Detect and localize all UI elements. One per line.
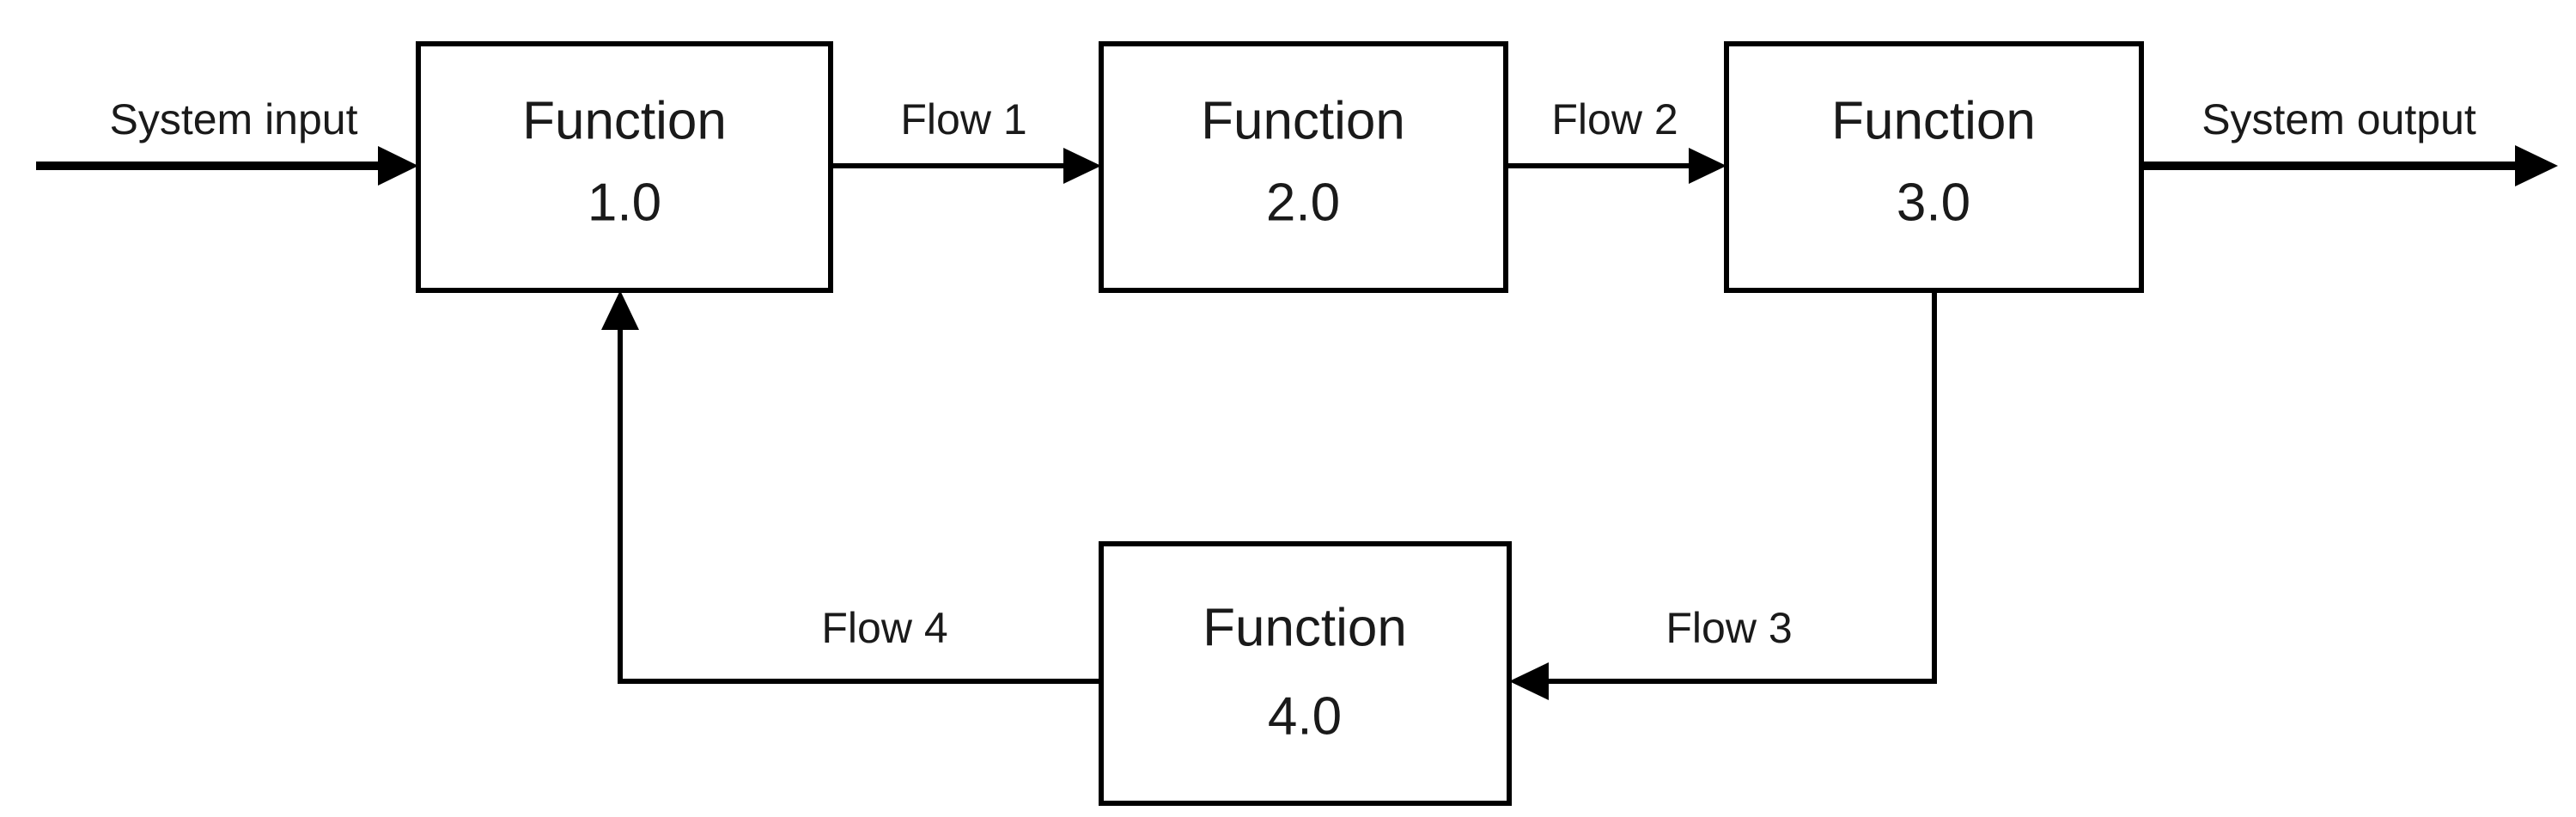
function-3-rect[interactable] (1724, 41, 2144, 293)
flow-3-arrowhead (1509, 662, 1549, 700)
function-1-label-line2: 1.0 (588, 173, 661, 232)
flow-4-line (618, 309, 1101, 684)
flow-4-label: Flow 4 (821, 604, 947, 652)
flow-3-line (1525, 290, 1937, 684)
system-output-arrowhead (2515, 145, 2558, 186)
block-function-1[interactable]: Function 1.0 (416, 41, 833, 293)
flow-3-label: Flow 3 (1666, 604, 1792, 652)
flow-4-arrowhead (601, 290, 639, 330)
flow-3: Flow 3 (1509, 290, 1937, 700)
function-4-label-line1: Function (1203, 598, 1407, 657)
flow-2: Flow 2 (1506, 95, 1726, 184)
flow-system-output: System output (2141, 95, 2558, 186)
function-2-label-line1: Function (1201, 91, 1405, 150)
block-function-4[interactable]: Function 4.0 (1099, 541, 1512, 806)
function-1-label-line1: Function (522, 91, 727, 150)
system-input-arrowhead (378, 146, 418, 186)
function-3-label-line1: Function (1831, 91, 2036, 150)
flow-system-input: System input (36, 95, 418, 186)
function-1-rect[interactable] (416, 41, 833, 293)
system-output-label: System output (2201, 95, 2476, 143)
function-4-rect[interactable] (1099, 541, 1512, 806)
flow-1-label: Flow 1 (900, 95, 1026, 143)
flow-4: Flow 4 (601, 290, 1101, 684)
function-3-label-line2: 3.0 (1897, 173, 1970, 232)
flow-2-label: Flow 2 (1551, 95, 1678, 143)
flow-1-arrowhead (1063, 148, 1101, 184)
block-function-2[interactable]: Function 2.0 (1099, 41, 1508, 293)
block-function-3[interactable]: Function 3.0 (1724, 41, 2144, 293)
flow-1: Flow 1 (831, 95, 1101, 184)
function-4-label-line2: 4.0 (1268, 686, 1342, 746)
function-2-rect[interactable] (1099, 41, 1508, 293)
system-input-label: System input (109, 95, 357, 143)
function-2-label-line2: 2.0 (1266, 173, 1340, 232)
flow-2-arrowhead (1689, 148, 1726, 184)
